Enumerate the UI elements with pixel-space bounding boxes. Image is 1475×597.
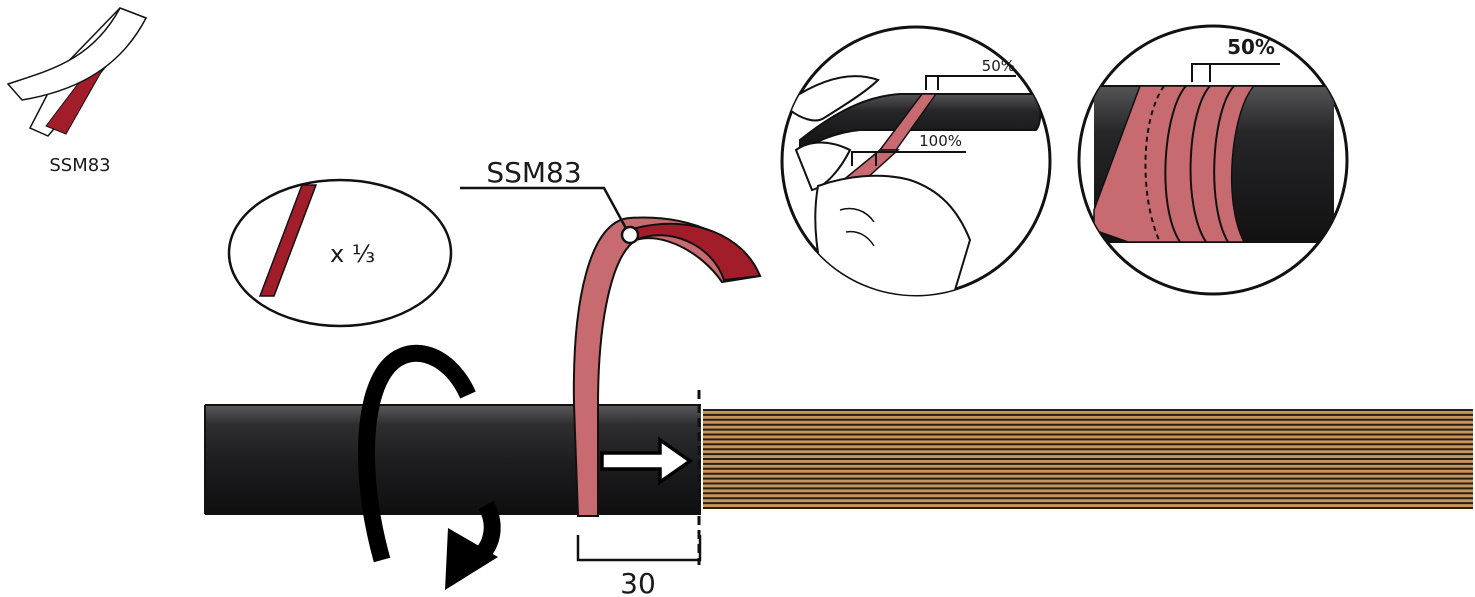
overlap-label-full: 100%: [919, 132, 962, 150]
direction-arrow: [600, 436, 694, 486]
tape-wrap: [572, 216, 762, 517]
detail-circle-wrapping: 50% 100%: [780, 25, 1052, 297]
product-label-small: SSM83: [49, 155, 110, 176]
dimension-marker: 30: [576, 535, 702, 597]
rotation-arrow: [357, 344, 501, 590]
overlap-label-top: 50%: [982, 57, 1015, 75]
product-label-main: SSM83: [486, 156, 581, 189]
fraction-callout: x ⅓: [227, 178, 453, 328]
product-callout: SSM83: [460, 156, 640, 245]
dimension-label: 30: [620, 567, 656, 597]
fraction-label: x ⅓: [330, 240, 375, 268]
tape-roll-icon: [6, 7, 148, 137]
exposed-wires: [703, 409, 1473, 509]
overlap-label-detail: 50%: [1227, 35, 1275, 59]
tape-strip-icon: [258, 184, 318, 297]
detail-circle-overlap: 50%: [1077, 24, 1349, 296]
